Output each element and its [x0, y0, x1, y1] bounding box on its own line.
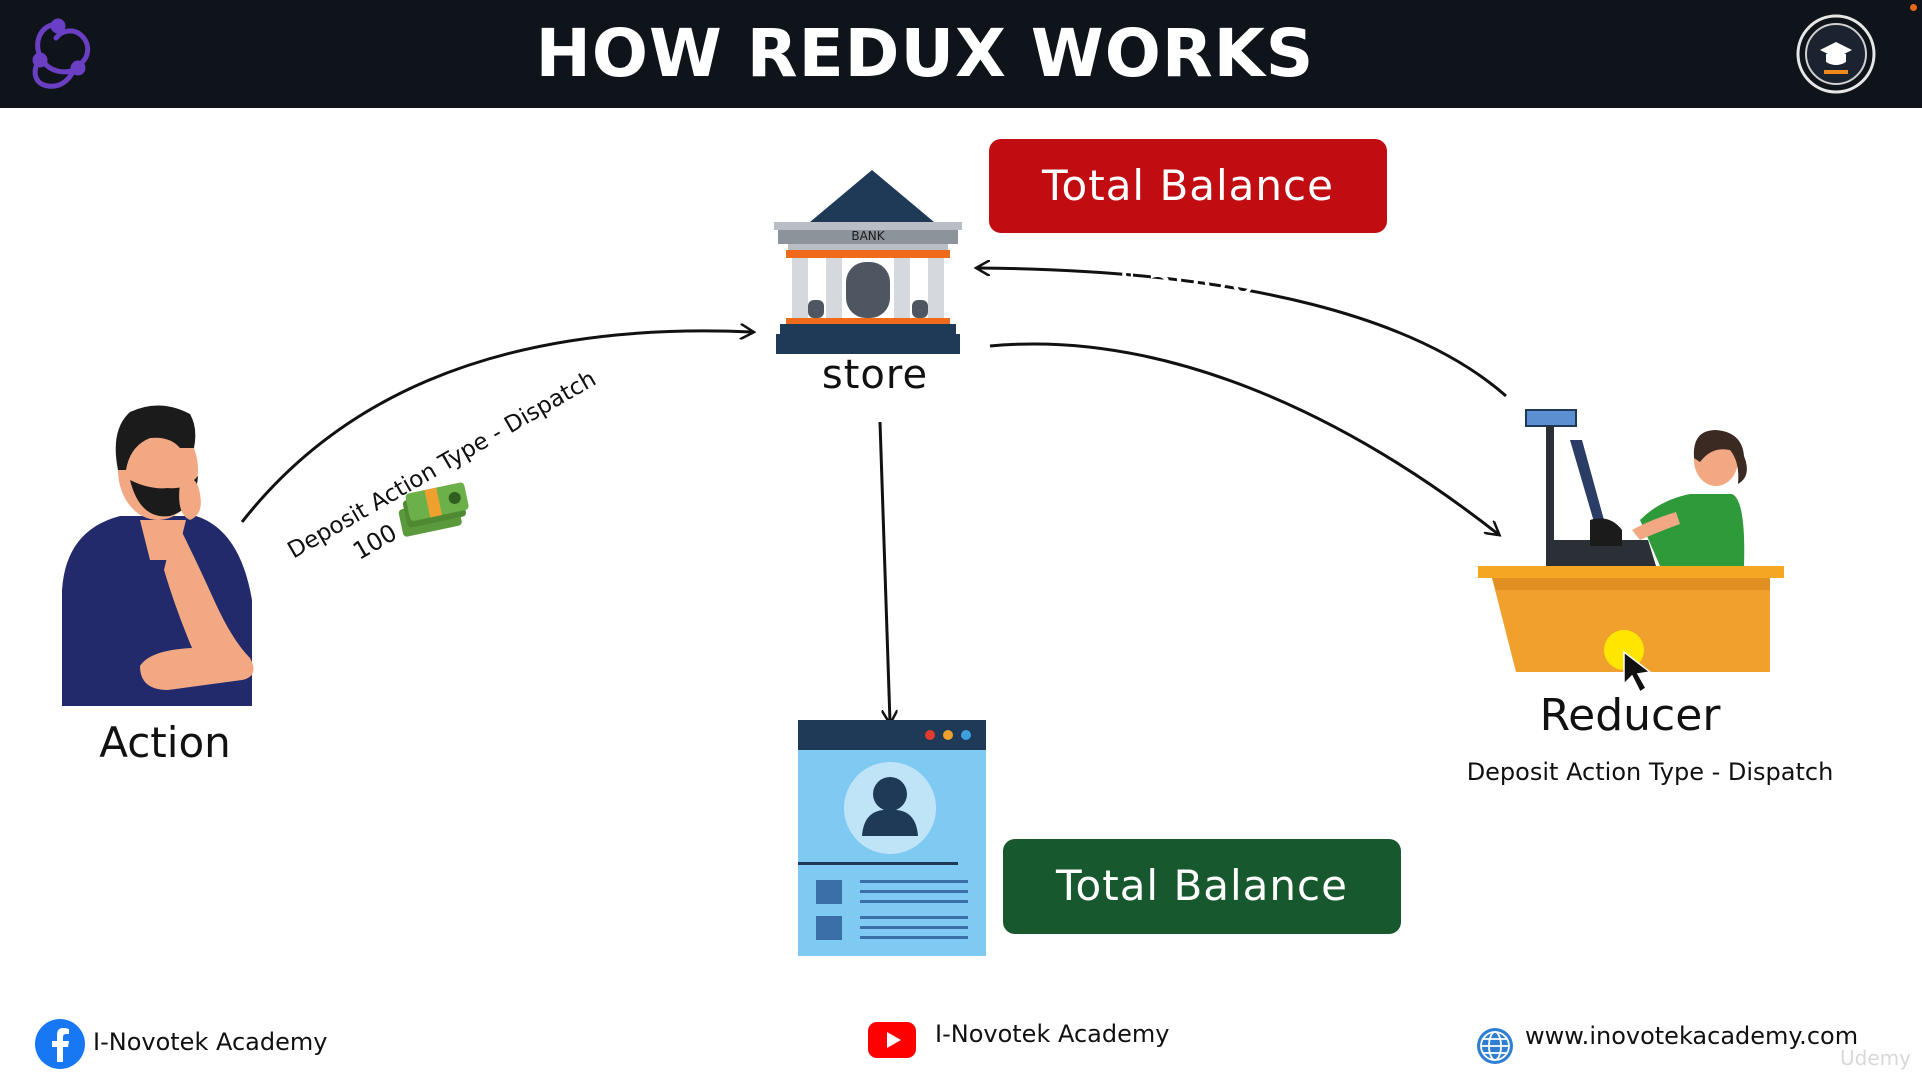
cashier-icon	[1478, 409, 1784, 694]
youtube-icon[interactable]	[868, 1022, 916, 1058]
youtube-link[interactable]: I-Novotek Academy	[935, 1020, 1170, 1048]
corner-dot	[1910, 4, 1917, 11]
header-bar: HOW REDUX WORKS	[0, 0, 1922, 108]
arrow-action-to-store	[240, 331, 752, 523]
cash-icon	[398, 482, 469, 537]
arrow-reducer-to-store	[978, 268, 1507, 398]
arrow-store-to-view	[878, 421, 890, 722]
facebook-link[interactable]: I-Novotek Academy	[93, 1028, 328, 1056]
action-label: Action	[99, 718, 231, 767]
profile-page-icon	[798, 720, 986, 956]
bank-icon	[774, 170, 962, 354]
redux-logo-icon	[32, 18, 91, 89]
redux-diagram: BANK	[0, 108, 1922, 1080]
thinking-man-icon	[62, 405, 254, 706]
store-balance-box: Total Balance $5000	[989, 139, 1387, 304]
reducer-label: Reducer	[1539, 690, 1721, 741]
page-title: HOW REDUX WORKS	[535, 15, 1315, 92]
udemy-watermark: Udemy	[1840, 1046, 1911, 1070]
diagram-canvas: BANK	[62, 170, 1784, 956]
view-balance-box: Total Balance $6000	[1003, 839, 1401, 1004]
academy-badge-icon	[1796, 14, 1876, 94]
store-label: store	[821, 352, 929, 398]
website-link[interactable]: www.inovotekacademy.com	[1525, 1022, 1859, 1050]
facebook-icon[interactable]	[34, 1018, 86, 1070]
globe-icon[interactable]	[1475, 1026, 1515, 1066]
arrow-store-to-reducer	[989, 342, 1498, 534]
reducer-sublabel: Deposit Action Type - Dispatch	[1466, 758, 1834, 786]
bank-sign-text: BANK	[851, 229, 885, 243]
